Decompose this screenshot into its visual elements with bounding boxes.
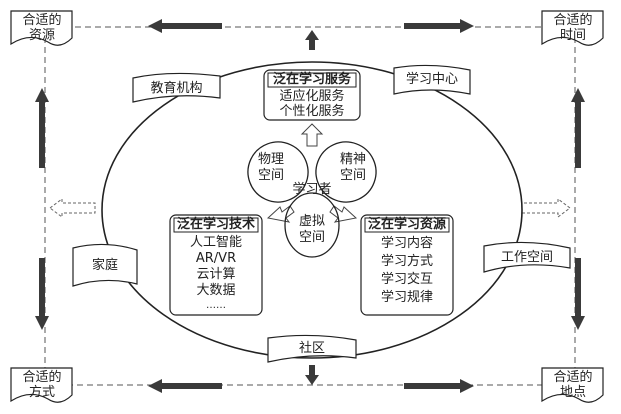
arrow-to-service bbox=[300, 123, 324, 147]
corner-flag-bottom-left bbox=[10, 367, 73, 403]
flag-workspace bbox=[483, 241, 571, 273]
tech-box-header bbox=[173, 217, 259, 233]
flag-family bbox=[72, 243, 138, 287]
lobe-spiritual-label: 精神 空间 bbox=[338, 152, 368, 184]
lobe-virtual-line2: 空间 bbox=[298, 230, 325, 245]
place-learning-center: 学习中心 bbox=[405, 72, 458, 87]
lobe-physical-line2: 空间 bbox=[257, 168, 284, 183]
top-right-arrow bbox=[404, 19, 474, 33]
lobe-spiritual-line1: 精神 bbox=[339, 152, 366, 167]
corner-top-right-line2: 时间 bbox=[559, 28, 586, 43]
flag-education bbox=[132, 72, 221, 103]
outer-dashed-frame bbox=[44, 26, 576, 386]
left-hollow-arrow bbox=[49, 198, 96, 218]
corner-top-left-line2: 资源 bbox=[28, 28, 55, 43]
corner-top-right-label: 合适的 时间 bbox=[542, 13, 604, 43]
service-box-header bbox=[267, 72, 357, 88]
corner-bottom-left-label: 合适的 方式 bbox=[11, 370, 73, 400]
arrow-to-tech bbox=[266, 205, 295, 223]
tech-item-4: 大数据 bbox=[196, 283, 236, 298]
bottom-left-arrow bbox=[148, 379, 222, 393]
arrow-to-resource bbox=[329, 205, 358, 223]
ubiquitous-learning-ellipse bbox=[101, 61, 523, 359]
bottom-right-arrow bbox=[404, 379, 474, 393]
lobe-virtual bbox=[284, 192, 340, 258]
place-education: 教育机构 bbox=[150, 81, 203, 96]
tech-item-2: AR/VR bbox=[195, 251, 237, 266]
top-center-arrow bbox=[305, 30, 319, 50]
right-down-arrow bbox=[571, 258, 585, 330]
resource-item-3: 学习交互 bbox=[380, 272, 433, 287]
service-item-1: 适应化服务 bbox=[279, 89, 345, 104]
tech-item-3: 云计算 bbox=[196, 267, 236, 282]
right-up-arrow bbox=[571, 88, 585, 168]
service-item-2: 个性化服务 bbox=[279, 104, 345, 119]
right-hollow-arrow bbox=[521, 198, 571, 218]
corner-bottom-left-line1: 合适的 bbox=[22, 370, 62, 385]
corner-top-right-line1: 合适的 bbox=[553, 13, 593, 28]
flag-community bbox=[267, 334, 357, 363]
resource-title: 泛在学习资源 bbox=[367, 217, 446, 232]
resource-item-4: 学习规律 bbox=[380, 290, 433, 305]
corner-bottom-right-line2: 地点 bbox=[559, 385, 586, 400]
left-down-arrow bbox=[35, 258, 49, 330]
corner-flag-bottom-right bbox=[541, 367, 604, 403]
learner-label: 学习者 bbox=[292, 182, 332, 197]
lobe-physical-label: 物理 空间 bbox=[256, 152, 286, 184]
bottom-center-arrow bbox=[305, 365, 319, 385]
lobe-physical-line1: 物理 bbox=[257, 152, 284, 167]
place-workspace: 工作空间 bbox=[500, 250, 553, 265]
lobe-spiritual bbox=[315, 141, 377, 203]
resource-item-1: 学习内容 bbox=[380, 236, 433, 251]
lobe-virtual-label: 虚拟 空间 bbox=[297, 214, 327, 246]
lobe-spiritual-line2: 空间 bbox=[339, 168, 366, 183]
flag-learning-center bbox=[393, 64, 471, 95]
lobe-physical bbox=[247, 141, 309, 203]
corner-flag-top-left bbox=[10, 10, 73, 46]
resource-box bbox=[360, 214, 454, 316]
left-up-arrow bbox=[35, 88, 49, 168]
lobe-virtual-line1: 虚拟 bbox=[298, 214, 325, 229]
resource-item-2: 学习方式 bbox=[380, 254, 433, 269]
corner-bottom-right-line1: 合适的 bbox=[553, 370, 593, 385]
tech-title: 泛在学习技术 bbox=[176, 217, 255, 232]
corner-bottom-right-label: 合适的 地点 bbox=[542, 370, 604, 400]
corner-top-left-label: 合适的 资源 bbox=[11, 13, 73, 43]
place-family: 家庭 bbox=[91, 258, 118, 273]
top-left-arrow bbox=[148, 19, 222, 33]
corner-flag-top-right bbox=[541, 10, 604, 46]
resource-box-header bbox=[364, 217, 450, 233]
tech-box bbox=[169, 214, 263, 316]
place-community: 社区 bbox=[298, 341, 325, 356]
tech-item-5: …… bbox=[206, 300, 226, 311]
corner-top-left-line1: 合适的 bbox=[22, 13, 62, 28]
corner-bottom-left-line2: 方式 bbox=[28, 385, 55, 400]
service-title: 泛在学习服务 bbox=[272, 72, 351, 87]
tech-item-1: 人工智能 bbox=[189, 235, 242, 250]
